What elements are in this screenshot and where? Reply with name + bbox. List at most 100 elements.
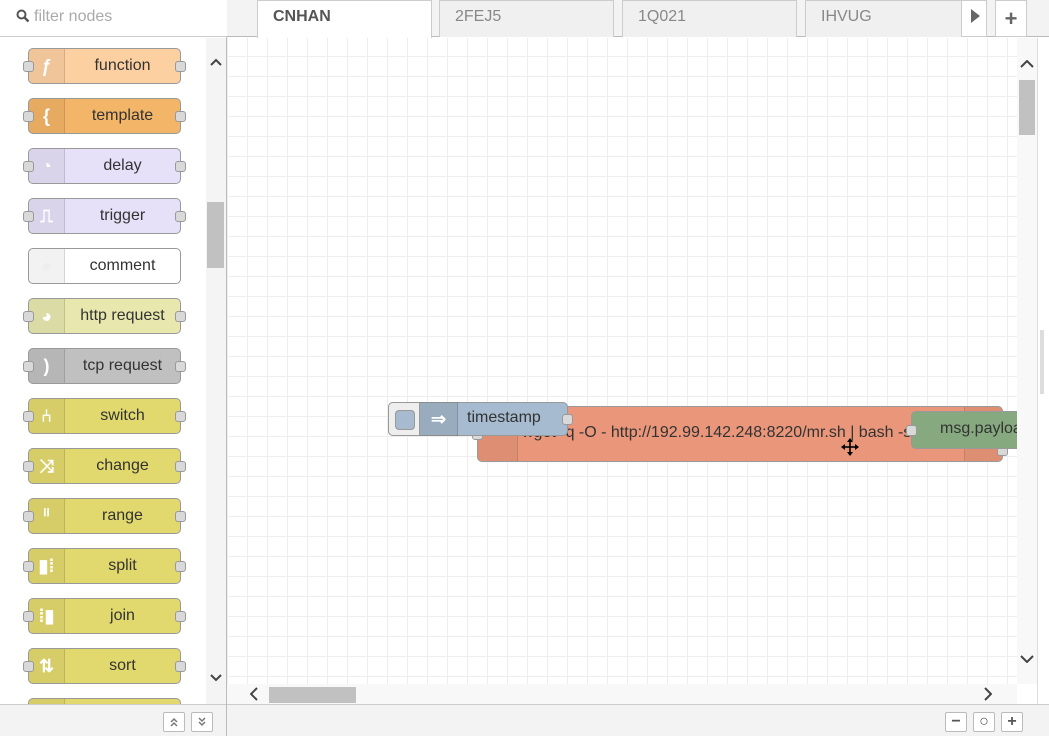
vertical-scroll-thumb[interactable] [1019, 80, 1035, 135]
output-port [175, 361, 186, 372]
palette-node-label: range [102, 507, 143, 524]
split-icon: ▮⁞ [29, 549, 65, 583]
scroll-right-icon[interactable] [979, 684, 997, 704]
palette-node-label: split [108, 557, 137, 574]
caret-right-icon [971, 9, 980, 23]
add-tab-button[interactable]: + [995, 0, 1027, 37]
tab-cnhan[interactable]: CNHAN [257, 0, 432, 38]
debug-node-label: msg.payload [940, 420, 1017, 437]
sort-icon: ⇅ [29, 649, 65, 683]
palette-node-label: join [110, 607, 135, 624]
input-port [23, 161, 34, 172]
input-port [23, 211, 34, 222]
collapse-all-button[interactable] [163, 712, 185, 732]
palette-node-http-request[interactable]: ◕ http request [23, 298, 186, 334]
output-port [175, 561, 186, 572]
output-port [175, 511, 186, 522]
palette-node-sort[interactable]: ⇅ sort [23, 648, 186, 684]
scroll-down-icon[interactable] [1017, 650, 1037, 668]
workspace-horizontal-scrollbar[interactable] [227, 684, 1017, 704]
input-port [23, 361, 34, 372]
tab-label: 2FEJ5 [455, 8, 502, 25]
globe-icon: ◕ [29, 299, 65, 333]
palette-node-split[interactable]: ▮⁞ split [23, 548, 186, 584]
palette-node-item[interactable] [28, 698, 181, 704]
zoom-in-button[interactable]: + [1001, 712, 1023, 732]
palette-node-template[interactable]: { template [23, 98, 186, 134]
batch-icon [29, 699, 65, 704]
tab-label: IHVUG [821, 8, 872, 25]
sidebar-edge [1037, 38, 1049, 704]
palette-node-trigger[interactable]: ⎍ trigger [23, 198, 186, 234]
input-port [23, 311, 34, 322]
palette-filter [0, 0, 227, 37]
palette-node-label: template [91, 107, 154, 124]
palette-node-change[interactable]: ⤨change [23, 448, 186, 484]
timer-icon: ◔ [29, 149, 65, 183]
expand-all-button[interactable] [191, 712, 213, 732]
palette-scroll-thumb[interactable] [207, 202, 224, 268]
zoom-reset-button[interactable]: ○ [973, 712, 995, 732]
comment-icon: ● [29, 249, 65, 283]
palette-node-join[interactable]: ⁞▮ join [23, 598, 186, 634]
palette-node-label: switch [100, 407, 145, 424]
debug-node[interactable]: msg.payload [906, 411, 1017, 449]
template-icon: { [29, 99, 65, 133]
palette-node-label: function [94, 57, 151, 74]
output-port [175, 111, 186, 122]
inject-button[interactable] [388, 402, 420, 436]
tab-scroll-right-button[interactable] [961, 0, 987, 37]
palette-node-label: delay [103, 157, 142, 174]
workspace-vertical-scrollbar[interactable] [1017, 38, 1037, 684]
scroll-down-icon[interactable] [206, 668, 226, 688]
scroll-up-icon[interactable] [1017, 55, 1037, 73]
palette-node-switch[interactable]: ⑃ switch [23, 398, 186, 434]
join-icon: ⁞▮ [29, 599, 65, 633]
tab-label: CNHAN [273, 8, 331, 25]
double-chevron-up-icon [170, 717, 178, 727]
input-port [23, 611, 34, 622]
palette-node-label: http request [80, 307, 165, 324]
input-port [23, 61, 34, 72]
output-port [175, 161, 186, 172]
sidebar-resize-handle[interactable] [1040, 330, 1044, 394]
palette-scrollbar[interactable] [206, 38, 226, 704]
tab-label: 1Q021 [638, 8, 687, 25]
filter-nodes-input[interactable] [34, 4, 219, 30]
tab-2fej5[interactable]: 2FEJ5 [439, 0, 614, 37]
switch-icon: ⑃ [29, 399, 65, 433]
palette-node-label: tcp request [82, 357, 163, 374]
scroll-up-icon[interactable] [206, 52, 226, 72]
input-port [23, 661, 34, 672]
palette-node-label: sort [109, 657, 136, 674]
scroll-left-icon[interactable] [245, 684, 263, 704]
zoom-out-button[interactable]: − [945, 712, 967, 732]
exec-node-label: wget -q -O - http://192.99.142.248:8220/… [522, 424, 921, 441]
tab-ihvug[interactable]: IHVUG [805, 0, 965, 37]
workspace-tabs: CNHAN 2FEJ5 1Q021 IHVUG + [227, 0, 1049, 38]
arrow-right-icon: ⇒ [420, 402, 458, 436]
trigger-icon: ⎍ [29, 199, 65, 233]
palette-node-label: trigger [99, 207, 146, 224]
palette-node-comment[interactable]: ●comment [28, 248, 181, 284]
output-port [175, 311, 186, 322]
flow-workspace[interactable]: wget -q -O - http://192.99.142.248:8220/… [227, 38, 1017, 684]
palette-node-delay[interactable]: ◔ delay [23, 148, 186, 184]
inject-trigger-icon[interactable] [395, 410, 415, 430]
inject-node[interactable]: ⇒ timestamp [388, 402, 573, 436]
workspace-footer: − ○ + [227, 704, 1049, 736]
search-icon [16, 9, 30, 23]
range-icon: ⁱⁱ [29, 499, 65, 533]
inject-output-port[interactable] [562, 414, 573, 425]
input-port [23, 561, 34, 572]
tab-1q021[interactable]: 1Q021 [622, 0, 797, 37]
palette-node-range[interactable]: ⁱⁱ range [23, 498, 186, 534]
palette-node-tcp-request[interactable]: )tcp request [23, 348, 186, 384]
output-port [175, 61, 186, 72]
debug-input-port[interactable] [906, 425, 917, 436]
double-chevron-down-icon [198, 717, 206, 727]
horizontal-scroll-thumb[interactable] [269, 687, 356, 703]
